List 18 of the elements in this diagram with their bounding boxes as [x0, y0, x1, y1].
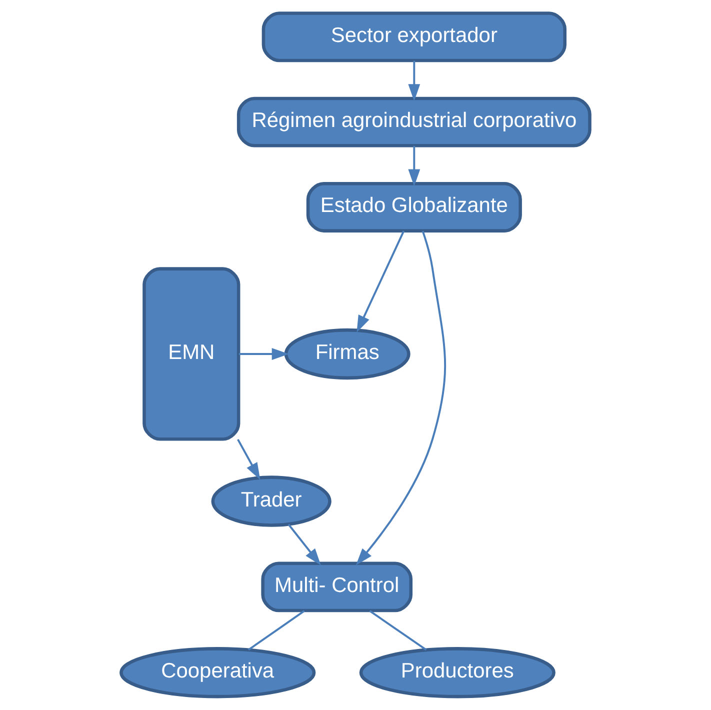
node-box: EMN [142, 267, 240, 441]
arrow [237, 438, 260, 480]
node-ellipse: Firmas [284, 328, 410, 380]
node-ellipse: Productores [359, 647, 556, 698]
arrow [238, 348, 289, 360]
arrow [408, 146, 420, 186]
node-box: Multi- Control [261, 562, 413, 612]
arrow [356, 230, 446, 566]
node-box: Sector exportador [262, 12, 566, 62]
connector [369, 610, 427, 651]
arrow [408, 60, 420, 102]
node-ellipse: Trader [211, 476, 332, 527]
node-box: Régimen agroindustrial corporativo [236, 96, 592, 148]
node-ellipse: Cooperativa [120, 647, 316, 698]
connector [248, 610, 305, 651]
arrow [288, 524, 321, 566]
arrow [356, 230, 405, 333]
node-box: Estado Globalizante [306, 182, 522, 232]
